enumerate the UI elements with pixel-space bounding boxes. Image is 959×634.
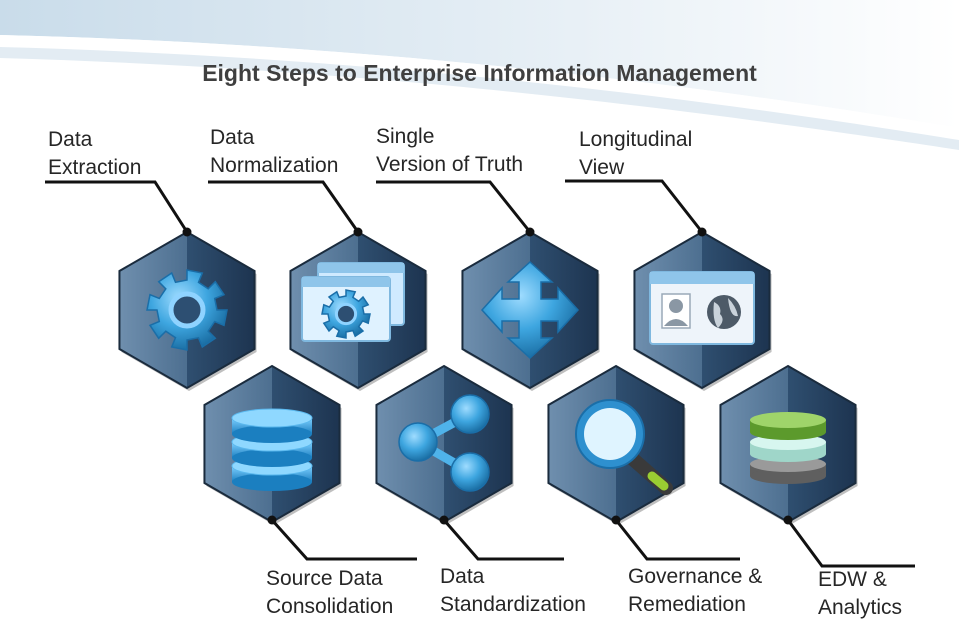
share-icon [398,394,490,492]
profile-window-icon [649,271,755,345]
step-label-data-standardization: Data Standardization [440,563,586,619]
connector-group [45,179,915,568]
step-label-source-consolidation: Source Data Consolidation [266,565,393,621]
step-hexagon [547,364,686,525]
step-label-line: Data [210,126,255,149]
hexagon-right-face [444,366,512,522]
step-label-line: Analytics [818,596,903,619]
step-label-line: Data [48,128,93,151]
step-label-line: Data [440,565,485,588]
step-label-single-version: Single Version of Truth [376,123,523,179]
diagram-title: Eight Steps to Enterprise Information Ma… [202,60,757,86]
step-label-longitudinal-view: Longitudinal View [579,126,692,182]
connector-line [565,179,707,237]
connector-line [267,515,417,561]
database-stack-icon [231,408,313,491]
step-label-line: Version of Truth [376,153,524,176]
step-label-data-normalization: Data Normalization [210,124,338,180]
step-hexagon [289,230,428,391]
step-label-governance: Governance & Remediation [628,563,762,619]
background-swoosh [0,0,959,150]
step-hexagon [633,230,772,391]
connector-line [439,515,564,561]
gear-windows-icon [301,262,405,342]
step-label-line: EDW & [818,568,887,591]
step-label-line: Longitudinal [579,128,693,151]
step-label-line: Extraction [48,156,142,179]
step-label-line: Governance & [628,565,763,588]
step-label-line: Normalization [210,154,339,177]
step-hexagon [118,230,257,391]
step-hexagon [203,364,342,525]
four-arrows-icon [480,260,580,360]
connector-line [376,180,535,237]
connector-line [45,180,192,237]
step-label-data-extraction: Data Extraction [48,126,141,182]
step-label-edw-analytics: EDW & Analytics [818,566,902,622]
step-hexagon [461,230,600,391]
magnifier-icon [575,399,673,495]
step-label-line: Consolidation [266,595,394,618]
step-label-line: Remediation [628,593,746,616]
connector-line [611,515,740,561]
step-label-line: Source Data [266,567,383,590]
gear-icon [146,269,228,351]
colored-disks-icon [750,412,826,484]
step-label-line: View [579,156,625,179]
hexagon-group [118,230,858,525]
connector-line [783,515,915,568]
connector-line [208,180,363,237]
step-label-line: Standardization [440,593,586,616]
step-label-line: Single [376,125,435,148]
step-hexagon [375,364,514,525]
step-hexagon [719,364,858,525]
